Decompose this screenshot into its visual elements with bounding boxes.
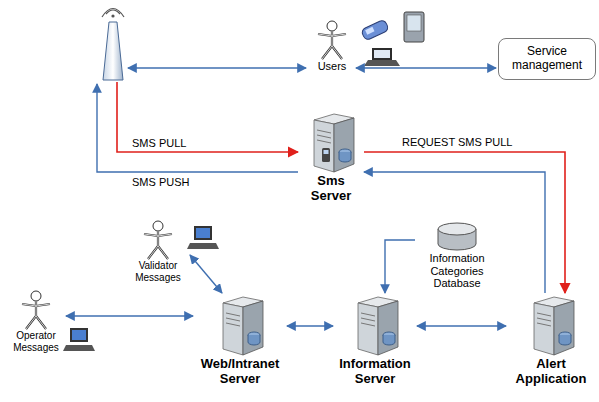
node-label: Web/Intranet Server (195, 357, 285, 387)
server-icon (524, 295, 579, 357)
server-icon (348, 295, 403, 357)
validator-actor: Validator Messages (128, 220, 188, 283)
connector (287, 325, 333, 326)
web-server: Web/Intranet Server (195, 295, 285, 387)
node-label: Information Categories Database (417, 252, 497, 290)
server-icon (213, 295, 268, 357)
node-label: Validator Messages (128, 260, 188, 283)
validator-computer (187, 226, 219, 249)
person-icon (18, 290, 54, 330)
node-label: Alert Application (508, 357, 594, 387)
person-icon (314, 20, 350, 60)
connector (385, 240, 415, 293)
connector (364, 152, 565, 293)
link-label: SMS PUSH (130, 176, 191, 188)
database-icon (435, 222, 479, 252)
node-label: Operator Messages (8, 330, 64, 353)
information-server: Information Server (335, 295, 415, 387)
node-label: Users (310, 60, 354, 73)
user-actor: Users (310, 20, 354, 73)
sms-server: Sms Server (300, 112, 362, 204)
link-label: SMS PULL (130, 137, 188, 149)
service-box: Service management (498, 38, 596, 80)
connector (364, 172, 545, 293)
connector (190, 255, 222, 293)
antenna-tower (102, 9, 124, 81)
edge-label: REQUEST SMS PULL (400, 136, 514, 148)
server-icon (304, 112, 359, 174)
database-cylinder: Information Categories Database (417, 222, 497, 290)
node-label: Sms Server (300, 174, 362, 204)
operator-computer (63, 328, 95, 351)
mobile-devices (361, 12, 424, 66)
person-icon (140, 220, 176, 260)
antenna-links (97, 68, 306, 172)
connector (417, 325, 506, 326)
operator-actor: Operator Messages (8, 290, 64, 353)
connector (356, 67, 496, 68)
node-label: Service management (503, 45, 591, 73)
node-label: Information Server (335, 357, 415, 387)
connector (66, 315, 193, 316)
alert-server: Alert Application (508, 295, 594, 387)
